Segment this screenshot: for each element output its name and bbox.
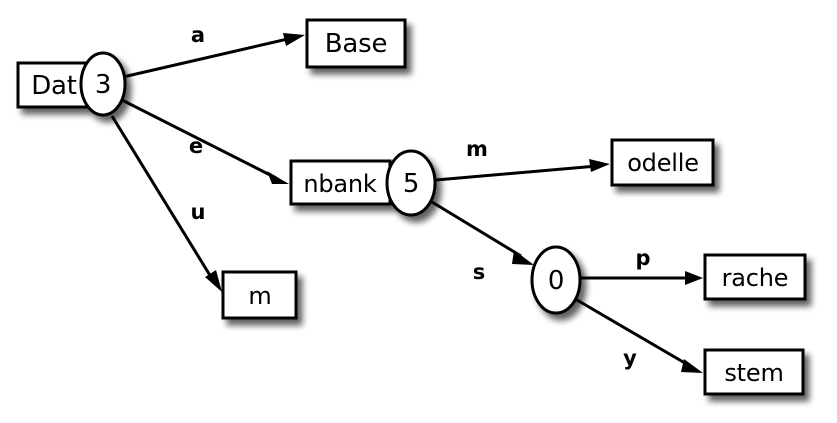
edge-u-line — [110, 115, 213, 278]
edge-e-label: e — [189, 134, 203, 158]
node-odelle[interactable]: odelle — [610, 138, 715, 187]
edge-s[interactable]: s — [431, 200, 534, 284]
node-zero-ellipse — [530, 245, 582, 315]
node-rache-rect — [703, 253, 807, 301]
edge-y-arrowhead — [681, 359, 703, 373]
node-base-label: Base — [325, 29, 388, 59]
node-stem-rect — [703, 348, 805, 396]
edge-u[interactable]: u — [110, 115, 222, 292]
node-nbank-ellipse-label: 5 — [403, 169, 419, 199]
edge-e-line — [121, 98, 277, 180]
node-odelle-rect — [610, 138, 715, 187]
node-m-leaf-rect — [221, 270, 298, 320]
node-stem-label: stem — [724, 359, 783, 387]
node-root-rect-label: Dat — [31, 71, 77, 101]
node-nbank-rect-label: nbank — [303, 170, 377, 198]
node-odelle-label: odelle — [627, 149, 699, 177]
edge-s-arrowhead — [512, 250, 534, 265]
edge-e[interactable]: e — [121, 98, 289, 184]
node-root[interactable]: Dat 3 — [16, 51, 127, 117]
edge-p[interactable]: p — [581, 246, 703, 285]
node-nbank-ellipse — [385, 149, 437, 217]
edge-y-line — [576, 298, 691, 368]
edge-m[interactable]: m — [435, 137, 610, 182]
edges-layer: a e u m s — [110, 23, 703, 373]
edge-a-arrowhead — [283, 33, 305, 46]
edge-m-line — [435, 164, 598, 182]
node-rache[interactable]: rache — [703, 253, 807, 301]
node-root-ellipse-label: 3 — [95, 70, 111, 100]
node-m-leaf-label: m — [248, 282, 271, 310]
edge-m-arrowhead — [589, 159, 610, 172]
edge-y-label: y — [623, 346, 637, 370]
node-rache-label: rache — [722, 264, 789, 292]
edge-u-arrowhead — [205, 270, 222, 292]
edge-a-line — [122, 36, 293, 79]
edge-y[interactable]: y — [576, 298, 703, 373]
node-nbank[interactable]: nbank 5 — [289, 149, 437, 217]
node-zero[interactable]: 0 — [530, 245, 582, 315]
edge-p-label: p — [635, 246, 650, 270]
edge-a[interactable]: a — [122, 23, 305, 79]
node-root-ellipse — [79, 51, 127, 117]
node-stem[interactable]: stem — [703, 348, 805, 396]
node-zero-label: 0 — [548, 266, 564, 296]
edge-s-label: s — [473, 260, 486, 284]
edge-s-line — [431, 200, 522, 258]
edge-a-label: a — [191, 23, 205, 47]
edge-p-arrowhead — [685, 271, 703, 285]
edge-m-label: m — [466, 137, 488, 161]
edge-e-arrowhead — [267, 171, 289, 184]
node-base[interactable]: Base — [305, 18, 407, 69]
edge-u-label: u — [191, 200, 206, 224]
nodes-layer: Dat 3 Base nbank 5 m — [16, 18, 807, 396]
node-m-leaf[interactable]: m — [221, 270, 298, 320]
node-base-rect — [305, 18, 407, 69]
